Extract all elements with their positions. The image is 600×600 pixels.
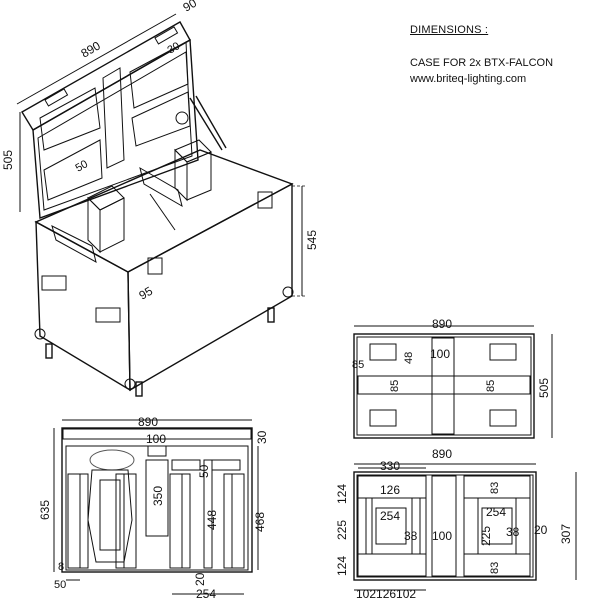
plan-d100-label: 100 [432,529,452,543]
top-d48-label: 48 [403,352,415,364]
iso-depth-label: 90 [181,0,200,15]
body-top [34,149,294,273]
side-d50b-label: 50 [54,579,66,591]
iso-bottom-label: 95 [137,284,156,303]
side-width-label: 890 [138,415,158,429]
top-d100-label: 100 [430,347,450,361]
side-d30-label: 30 [255,430,269,444]
side-d20-label: 20 [193,572,207,586]
top-width-label: 890 [432,317,452,331]
plan-d83b-label: 83 [489,562,501,574]
side-d350-label: 350 [151,486,165,506]
body-side [127,182,293,392]
plan-d124a-label: 124 [335,484,349,504]
plan-d38b-label: 38 [506,525,520,539]
side-d50-label: 50 [197,464,211,478]
top-d85b-label: 85 [389,380,401,392]
plan-d307-label: 307 [559,524,573,544]
plan-d124b-label: 124 [335,556,349,576]
side-d100-label: 100 [146,432,166,446]
plan-view: 890 330 124 126 254 225 38 100 124 83 25… [335,447,577,600]
side-d468-label: 468 [253,512,267,532]
plan-d225b-label: 225 [479,526,493,546]
plan-d254b-label: 254 [486,505,506,519]
top-height-label: 505 [537,378,551,398]
top-view: 890 505 48 100 85 85 85 [352,317,553,439]
plan-d20-label: 20 [534,523,548,537]
lid-panel [32,38,199,219]
plan-d83a-label: 83 [489,482,501,494]
iso-lid-depth-label: 30 [166,40,183,57]
iso-height-label: 545 [305,230,319,250]
plan-d254a-label: 254 [380,509,400,523]
side-d254-label: 254 [196,587,216,600]
body-front [35,220,131,392]
iso-lid-height-label: 505 [1,150,15,170]
top-d85c-label: 85 [485,380,497,392]
side-section-view: 890 100 30 635 350 50 448 468 8 50 20 25… [38,415,269,600]
plan-bottom-label: 102126102 [356,587,416,600]
website-url: www.briteq-lighting.com [410,73,527,85]
side-d8-label: 8 [58,561,64,573]
top-d85a-label: 85 [352,359,364,371]
plan-d38a-label: 38 [404,529,418,543]
dimensions-heading: DIMENSIONS : [410,24,489,36]
plan-d330-label: 330 [380,459,400,473]
plan-d225a-label: 225 [335,520,349,540]
side-d635-label: 635 [38,500,52,520]
side-d448-label: 448 [205,510,219,530]
plan-width-label: 890 [432,447,452,461]
case-description: CASE FOR 2x BTX-FALCON [410,57,554,69]
isometric-case-view: 890 90 30 505 50 545 95 [1,0,319,397]
iso-foam-label: 50 [74,158,91,175]
plan-d126-label: 126 [380,483,400,497]
